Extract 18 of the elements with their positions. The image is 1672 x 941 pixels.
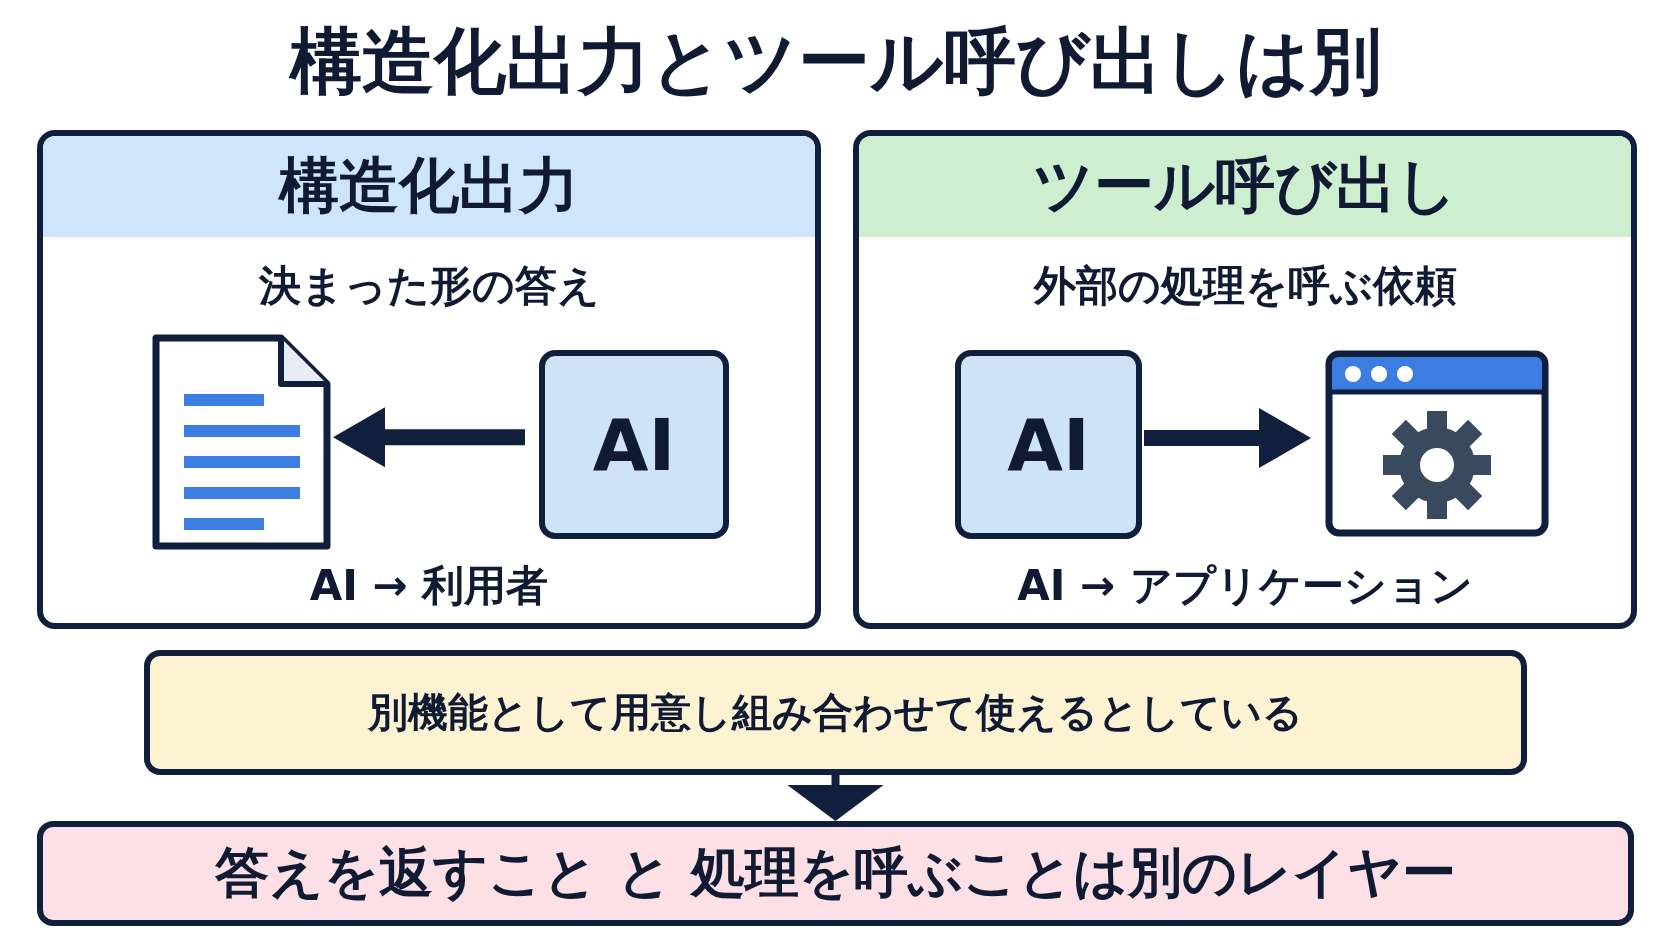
flow-label: AI → 利用者 [308,560,550,612]
panel [853,130,1637,629]
subtitle: 外部の処理を呼ぶ依頼 [1032,260,1458,312]
arrow [333,407,525,468]
panel-header: 構造化出力 [43,136,815,237]
panel-header: ツール呼び出し [859,136,1631,237]
arrow [787,775,884,821]
subtitle: 決まった形の答え [257,260,601,312]
ai-box: AI [539,350,729,539]
note-box: 別機能として用意し組み合わせて使えるとしている [144,650,1527,775]
conclusion-box: 答えを返すこと と 処理を呼ぶことは別のレイヤー [37,821,1634,926]
flow-label: AI → アプリケーション [1016,560,1474,612]
title: 構造化出力とツール呼び出しは別 [287,18,1383,105]
document-icon [152,334,331,550]
app-window-icon [1325,350,1549,537]
ai-box: AI [955,350,1142,539]
arrow [1144,408,1311,468]
panel [37,130,821,629]
